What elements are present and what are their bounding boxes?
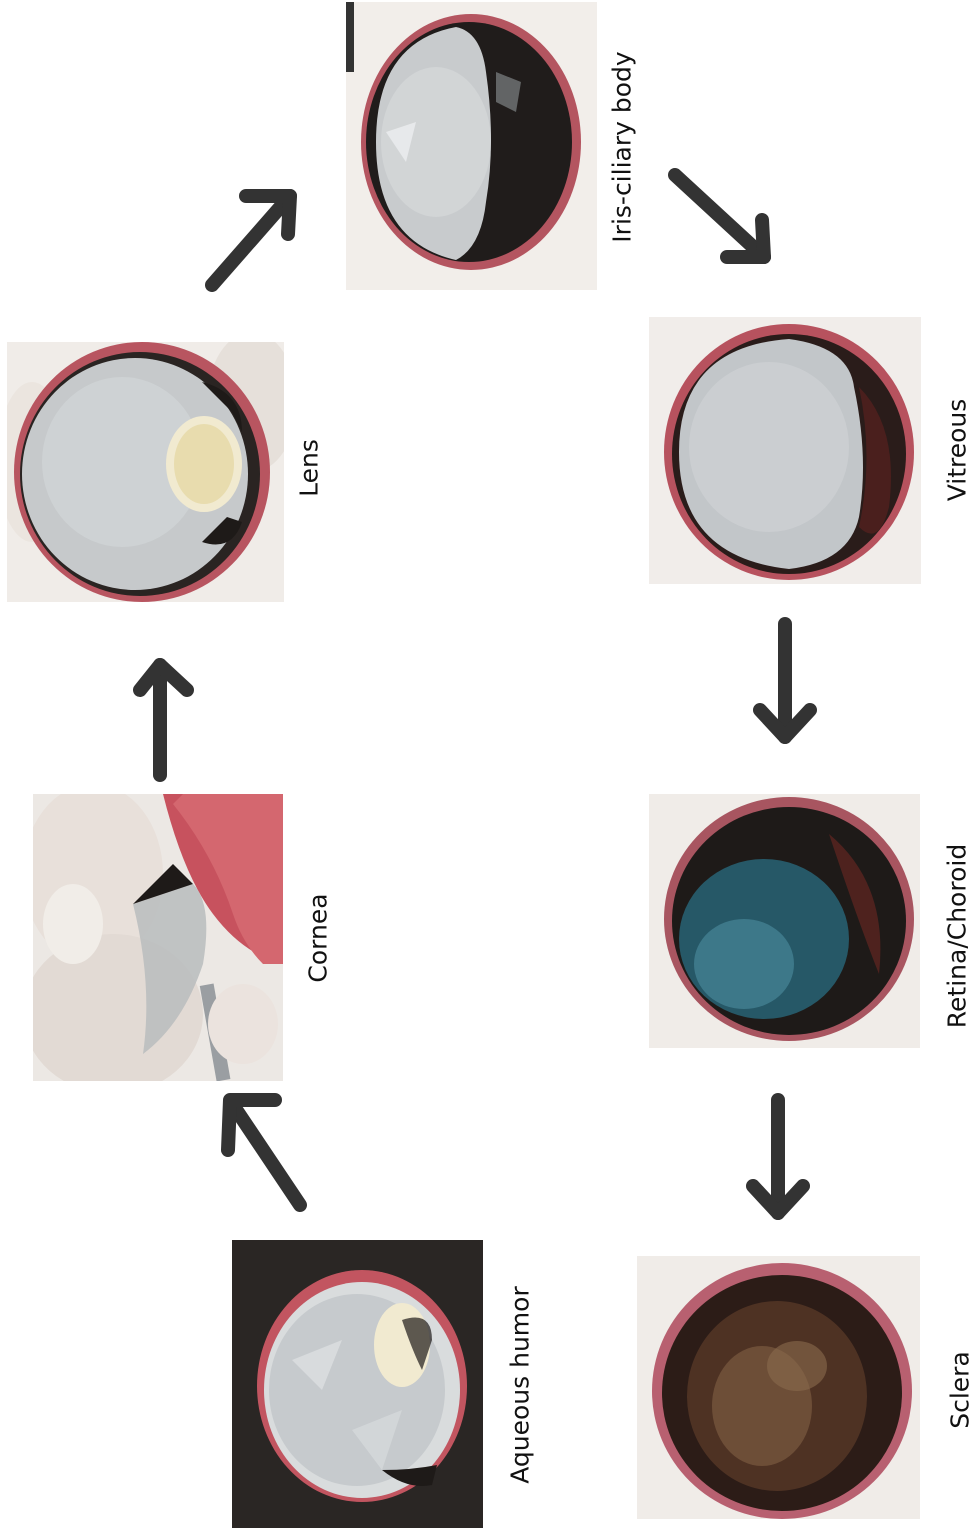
arrow-retina-to-sclera <box>0 0 976 1532</box>
